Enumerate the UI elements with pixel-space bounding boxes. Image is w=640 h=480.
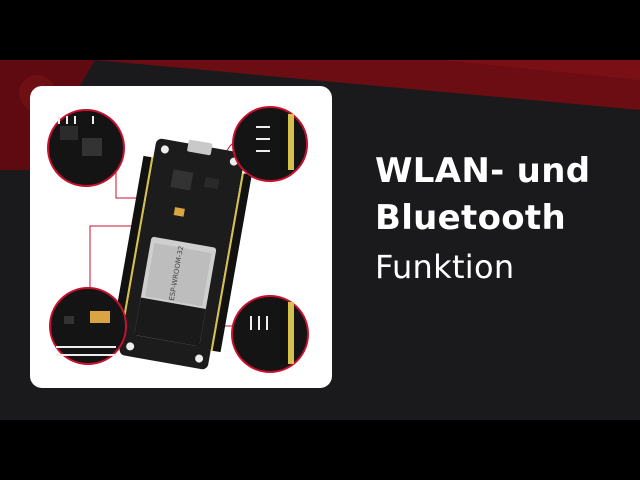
esp32-board: ESP-WROOM-32: [112, 138, 252, 370]
callout-bottom-right: [231, 295, 309, 373]
callout-top-right: [232, 106, 308, 182]
headline-line-2: Bluetooth: [375, 198, 566, 238]
esp32-board-illustration: ESP-WROOM-32: [47, 106, 309, 373]
headline-line-1: WLAN- und: [375, 151, 591, 191]
headline-line-3: Funktion: [375, 248, 515, 286]
headline: WLAN- und Bluetooth Funktion: [375, 148, 590, 292]
product-card: ESP-WROOM-32: [30, 86, 332, 388]
callout-bottom-left: [49, 287, 127, 365]
callout-top-left: [47, 109, 125, 187]
